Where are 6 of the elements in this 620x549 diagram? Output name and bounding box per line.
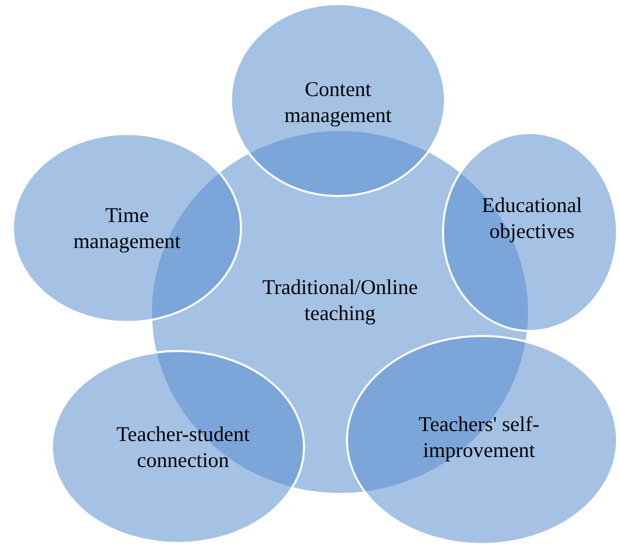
node-label: Teachers' self-improvement	[418, 411, 540, 463]
center-label: Traditional/Online teaching	[261, 274, 419, 326]
node-label: Content management	[283, 76, 393, 128]
node-label: Educational objectives	[480, 192, 584, 244]
node-label: Time management	[72, 202, 182, 254]
node-label: Teacher-student connection	[115, 421, 251, 473]
